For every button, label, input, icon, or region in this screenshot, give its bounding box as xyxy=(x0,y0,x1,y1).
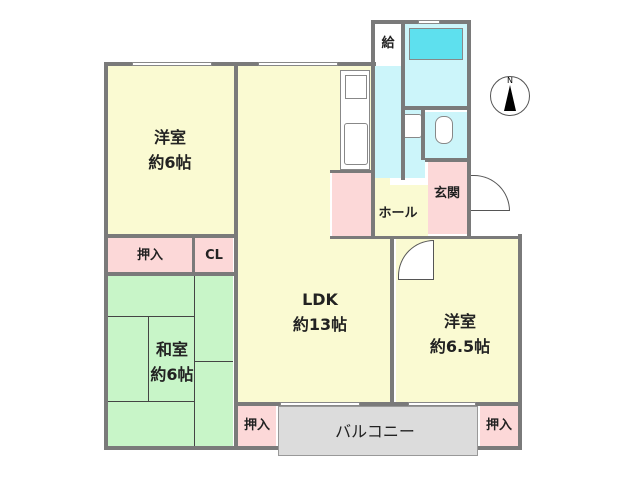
wall xyxy=(425,158,467,162)
sink-icon xyxy=(344,123,368,165)
closet-1-label: 押入 xyxy=(136,248,163,263)
room-name: 和室 xyxy=(155,340,188,359)
window xyxy=(280,402,360,406)
wall xyxy=(421,108,425,160)
bathtub-icon xyxy=(409,28,463,60)
wall xyxy=(104,272,234,276)
wall xyxy=(234,62,238,450)
room-name: 洋室 xyxy=(153,128,186,147)
closet-1 xyxy=(108,238,192,274)
ldk-label: LDK 約13帖 xyxy=(280,288,360,338)
room-size: 約13帖 xyxy=(292,314,348,334)
room-size: 約6帖 xyxy=(150,364,194,384)
wall xyxy=(405,106,467,110)
balcony xyxy=(278,406,478,456)
water-heater xyxy=(375,24,401,64)
window xyxy=(408,402,476,406)
wall xyxy=(104,62,376,66)
closet-cl-label: CL xyxy=(205,248,223,263)
entrance xyxy=(428,162,468,234)
western-room-1 xyxy=(108,66,234,236)
room-size: 約6帖 xyxy=(148,152,192,172)
window xyxy=(418,20,440,24)
japanese-room-label: 和室 約6帖 xyxy=(142,338,202,388)
wall xyxy=(478,446,522,450)
wall xyxy=(467,20,471,238)
wall xyxy=(104,234,234,238)
kitchen-counter xyxy=(340,70,370,170)
stove-icon xyxy=(345,75,367,99)
wall xyxy=(401,20,405,180)
north-arrow-icon xyxy=(504,85,516,111)
room-name: 洋室 xyxy=(443,312,476,331)
closet-balcony-left xyxy=(238,406,276,446)
toilet xyxy=(425,112,467,160)
wall xyxy=(518,234,522,450)
room-size: 約6.5帖 xyxy=(429,336,491,356)
entrance-label: 玄関 xyxy=(433,186,460,201)
western-room-2-label: 洋室 約6.5帖 xyxy=(420,310,500,360)
wall xyxy=(104,62,108,450)
window xyxy=(132,62,212,66)
closet-balcony-left-label: 押入 xyxy=(243,418,270,433)
storage-ldk xyxy=(330,173,372,237)
wall xyxy=(234,402,522,406)
closet-balcony-right-label: 押入 xyxy=(485,418,512,433)
window xyxy=(258,62,338,66)
wall xyxy=(234,446,278,450)
compass: N xyxy=(490,76,530,116)
hall xyxy=(374,185,428,237)
japanese-room xyxy=(108,276,233,446)
water-heater-label: 給 xyxy=(381,36,395,51)
bath xyxy=(405,24,467,106)
closet-balcony-right xyxy=(480,406,518,446)
compass-n-label: N xyxy=(507,76,513,85)
balcony-label: バルコニー xyxy=(335,422,415,441)
wall xyxy=(192,234,195,274)
wall xyxy=(330,236,520,239)
toilet-icon xyxy=(435,116,453,144)
closet-cl xyxy=(195,238,233,274)
washbasin-icon xyxy=(402,114,422,138)
wall xyxy=(104,446,238,450)
wall xyxy=(371,20,375,238)
entrance-door[interactable] xyxy=(470,175,510,211)
western-room-1-label: 洋室 約6帖 xyxy=(140,126,200,176)
wall xyxy=(330,170,374,173)
hall-label: ホール xyxy=(378,206,418,221)
room-name: LDK xyxy=(302,290,338,309)
wall xyxy=(390,236,394,406)
